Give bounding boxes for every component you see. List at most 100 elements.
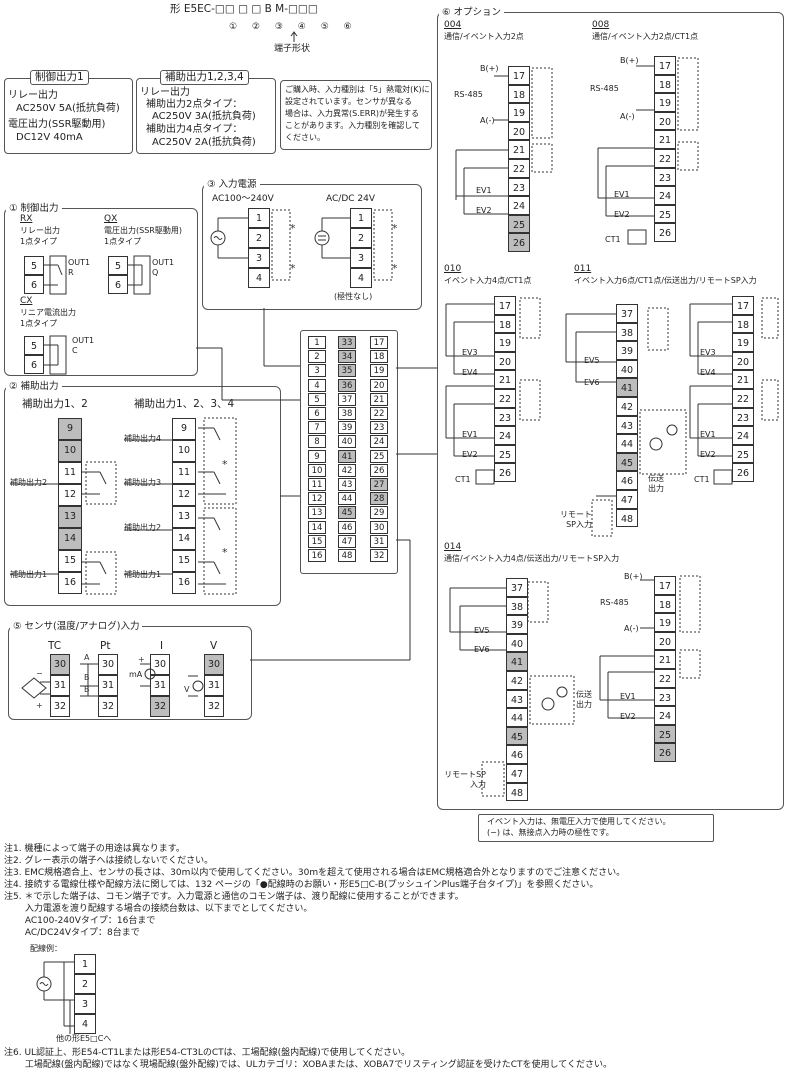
terminal-48: 48 [506, 782, 528, 802]
note-line: 注1. 機種によって端子の用途は異なります。 [4, 844, 185, 854]
ma-label: mA [129, 670, 143, 679]
note-line: 注2. グレー表示の端子へは接続しないでください。 [4, 856, 214, 866]
terminal-6: 6 [308, 407, 326, 420]
rs485-label: RS-485 [454, 90, 483, 99]
terminal-40: 40 [506, 633, 528, 653]
note-line: 注6. UL認証上、形E54-CT1Lまたは形E54-CT3LのCTは、工場配線… [4, 1048, 411, 1058]
terminal-17: 17 [732, 296, 754, 315]
ct1-label: CT1 [605, 235, 621, 244]
aux-right-title: 補助出力1、2、3、4 [134, 398, 235, 410]
section-title: ② 補助出力 [6, 378, 62, 392]
event-note-line: (−) は、無接点入力時の極性です。 [487, 828, 614, 837]
dc-label: AC/DC 24V [326, 194, 375, 204]
svg-text:*: * [290, 262, 296, 275]
wiring-example-label: 配線例： [30, 944, 62, 953]
ev3-label: EV3 [700, 348, 716, 357]
option-004-code: 004 [444, 20, 462, 30]
note-line: 場合は、入力異常(S.ERR)が発生する [285, 109, 420, 118]
qx-desc: 電圧出力(SSR駆動用) [104, 226, 182, 235]
terminal-19: 19 [370, 364, 388, 378]
terminal-22: 22 [732, 389, 754, 408]
control-output1-line: AC250V 5A(抵抗負荷) [16, 103, 120, 114]
ev1-label: EV1 [620, 692, 636, 701]
terminal-22: 22 [508, 159, 530, 178]
terminal-43: 43 [338, 478, 356, 491]
note-line: 工場配線(盤内配線)ではなく現場配線(盤外配線)では、ULカテゴリ：XOBAまた… [4, 1060, 612, 1070]
terminal-39: 39 [506, 615, 528, 634]
terminal-48: 48 [338, 549, 356, 562]
terminal-13: 13 [308, 506, 326, 520]
terminal-4: 4 [248, 268, 270, 288]
svg-text:+: + [36, 701, 43, 710]
ev5-label: EV5 [584, 356, 600, 365]
terminal-18: 18 [494, 314, 516, 334]
terminal-37: 37 [506, 578, 528, 597]
terminal-9: 9 [308, 449, 326, 463]
svg-text:*: * [392, 262, 398, 275]
bplus-label: B(+) [480, 64, 499, 73]
terminal-32: 32 [204, 696, 224, 717]
control-output1-line: DC12V 40mA [16, 132, 83, 143]
terminal-22: 22 [654, 669, 676, 688]
terminal-22: 22 [654, 149, 676, 168]
aminus-label: A(-) [480, 116, 495, 125]
terminal-13: 13 [172, 506, 196, 528]
ev4-label: EV4 [700, 368, 716, 377]
terminal-17: 17 [370, 336, 388, 349]
terminal-12: 12 [58, 484, 82, 506]
terminal-26: 26 [370, 463, 388, 477]
terminal-26: 26 [654, 743, 676, 762]
aminus-label: A(-) [624, 624, 639, 633]
terminal-19: 19 [654, 93, 676, 112]
position-numbers: ① ② ③ ④ ⑤ ⑥ [229, 22, 358, 32]
section-title: ⑥ オプション [439, 4, 505, 18]
terminal-12: 12 [308, 492, 326, 506]
section-title: ③ 入力電源 [204, 176, 260, 190]
bplus-label: B(+) [624, 572, 643, 581]
terminal-4: 4 [350, 268, 372, 288]
terminal-13: 13 [58, 506, 82, 528]
note-line: 注3. EMC規格適合上、センサの長さは、30m以内で使用してください。30mを… [4, 868, 626, 878]
terminal-24: 24 [494, 426, 516, 445]
terminal: 5 [24, 336, 44, 355]
terminal-32: 32 [150, 696, 170, 717]
aux2-label: 補助出力2 [10, 478, 48, 487]
terminal-41: 41 [616, 378, 638, 397]
terminal-23: 23 [732, 407, 754, 427]
terminal-18: 18 [508, 84, 530, 104]
terminal-42: 42 [338, 463, 356, 477]
terminal-43: 43 [616, 415, 638, 435]
terminal-35: 35 [338, 364, 356, 378]
note-line: AC/DC24Vタイプ：8台まで [4, 928, 140, 938]
ev5-label: EV5 [474, 626, 490, 635]
terminal-32: 32 [98, 696, 118, 717]
note-line: AC100-240Vタイプ：16台まで [4, 916, 156, 926]
terminal-31: 31 [150, 675, 170, 696]
terminal-20: 20 [370, 378, 388, 392]
i-label: I [160, 640, 164, 652]
terminal-42: 42 [616, 397, 638, 416]
ev2-label: EV2 [614, 210, 630, 219]
aux4-label: 補助出力4 [124, 434, 162, 443]
terminal-22: 22 [370, 407, 388, 420]
transmission-output-label: 伝送出力 [576, 690, 592, 709]
terminal-16: 16 [172, 572, 196, 594]
model-number: 形 E5EC-□□ □ □ B M-□□□ [170, 3, 318, 15]
terminal-3: 3 [308, 364, 326, 378]
terminal-21: 21 [370, 392, 388, 406]
terminal-17: 17 [654, 56, 676, 75]
control-output1-title: 制御出力1 [30, 70, 89, 85]
tc-label: TC [48, 640, 62, 652]
terminal-43: 43 [506, 689, 528, 709]
terminal-32: 32 [50, 696, 70, 717]
option-014-desc: 通信/イベント入力4点/伝送出力/リモートSP入力 [444, 554, 620, 563]
ev2-label: EV2 [462, 450, 478, 459]
terminal-19: 19 [508, 103, 530, 122]
ev2-label: EV2 [620, 712, 636, 721]
terminal-30: 30 [150, 654, 170, 675]
aux-left-title: 補助出力1、2 [22, 398, 88, 410]
terminal-30: 30 [370, 520, 388, 534]
option-008-code: 008 [592, 20, 610, 30]
